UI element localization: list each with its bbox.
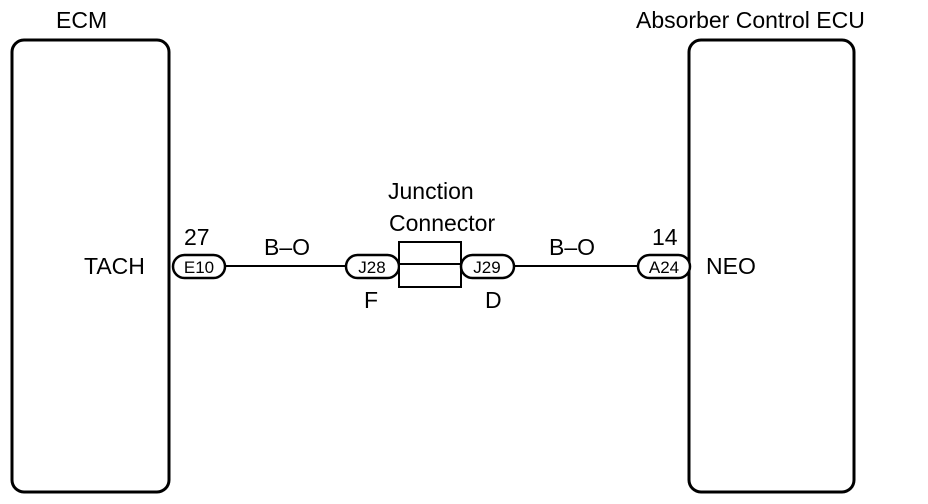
ecm-terminal-name: TACH: [84, 253, 145, 279]
connector-j29-label: J29: [473, 258, 500, 277]
connector-e10: [171, 253, 227, 280]
connector-j29: [459, 253, 516, 280]
ecm-box: [10, 38, 171, 494]
connector-j28-code: F: [364, 287, 378, 313]
connector-a24: [636, 253, 692, 280]
wire-right-color: B–O: [549, 234, 595, 260]
connector-e10-label: E10: [184, 258, 214, 277]
ecm-title: ECM: [56, 7, 107, 33]
ecm-pin-number: 27: [184, 224, 210, 250]
connector-j29-code: D: [485, 287, 502, 313]
junction-label-line2: Connector: [389, 210, 495, 236]
absorber-ecu-title: Absorber Control ECU: [636, 7, 865, 33]
absorber-ecu-terminal-name: NEO: [706, 253, 756, 279]
absorber-ecu-pin-number: 14: [652, 224, 678, 250]
wire-left-color: B–O: [264, 234, 310, 260]
connector-a24-label: A24: [649, 258, 679, 277]
connector-j28-label: J28: [358, 258, 385, 277]
junction-label-line1: Junction: [388, 178, 474, 204]
